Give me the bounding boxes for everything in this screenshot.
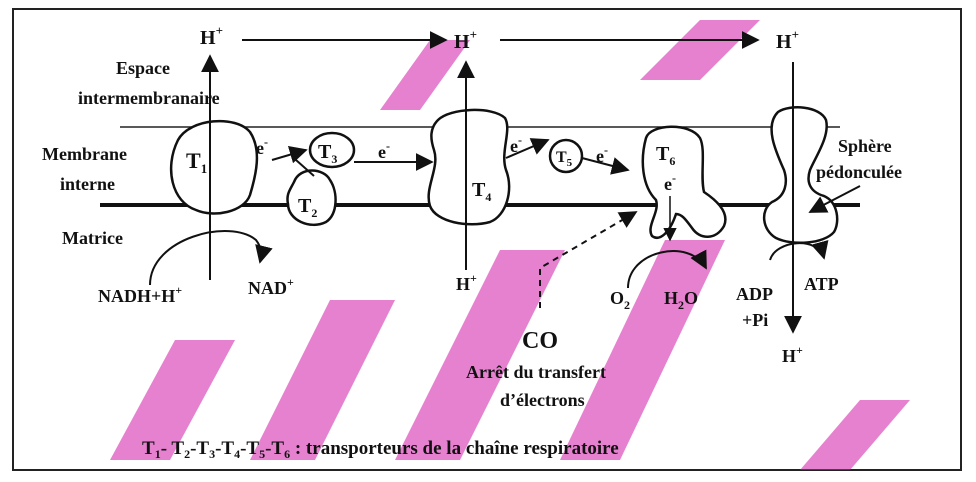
label-pedonculee: pédonculée	[816, 162, 902, 182]
watermark	[110, 20, 910, 470]
co-inhibition-arrow	[539, 211, 638, 308]
electron-arrow-t1-t3	[271, 145, 308, 164]
electron-arrow-t4-t5	[505, 138, 550, 159]
sphere-pointer-arrow	[808, 185, 861, 213]
oxygen-reduction-arrow	[627, 249, 707, 289]
label-arret-line1: Arrêt du transfert	[466, 362, 606, 382]
electron-arrow-t5-t6	[581, 157, 630, 175]
transporter-t2	[286, 169, 337, 227]
electron-label-1: e-	[256, 135, 268, 158]
label-h2o: H2O	[664, 288, 698, 312]
label-t5: T5	[556, 149, 573, 169]
transporter-t6	[641, 125, 727, 239]
transporter-t3	[308, 131, 356, 169]
label-pi: +Pi	[742, 310, 768, 330]
label-t1: T1	[186, 148, 207, 176]
label-t2: T2	[298, 195, 317, 220]
caption: T1- T2-T3-T4-T5-T6 : transporteurs de la…	[142, 438, 619, 461]
label-arret-line2: d’électrons	[500, 390, 585, 410]
h-plus-top-middle: H+	[454, 27, 477, 53]
electron-arrow-t2-t3	[295, 159, 315, 177]
diagram-frame	[12, 8, 962, 471]
label-t4: T4	[472, 179, 491, 204]
label-interne: interne	[60, 174, 115, 194]
label-atp: ATP	[804, 274, 839, 294]
label-matrice: Matrice	[62, 228, 123, 248]
transporter-t4	[427, 108, 511, 226]
transporter-t1	[169, 119, 259, 215]
phosphorylation-arrow	[769, 239, 829, 261]
electron-label-2: e-	[378, 139, 390, 162]
label-t3: T3	[318, 141, 337, 166]
electron-label-5: e-	[664, 171, 676, 194]
electron-label-3: e-	[510, 133, 522, 156]
label-t6: T6	[656, 143, 675, 168]
label-nad: NAD+	[248, 275, 294, 298]
h-plus-bottom-right: H+	[782, 343, 803, 366]
label-membrane: Membrane	[42, 144, 127, 164]
electron-label-4: e-	[596, 143, 608, 166]
transporter-t5	[548, 138, 584, 174]
h-plus-top-left: H+	[200, 23, 223, 49]
label-espace: Espace	[116, 58, 170, 78]
h-plus-top-right: H+	[776, 27, 799, 53]
label-nadh: NADH+H+	[98, 283, 182, 306]
label-sphere: Sphère	[838, 136, 892, 156]
h-plus-bottom-t4: H+	[456, 271, 477, 294]
nadh-oxidation-arrow	[149, 230, 273, 286]
label-o2: O2	[610, 288, 630, 312]
label-co: CO	[522, 328, 558, 354]
label-intermembranaire: intermembranaire	[78, 88, 220, 108]
label-adp: ADP	[736, 284, 773, 304]
